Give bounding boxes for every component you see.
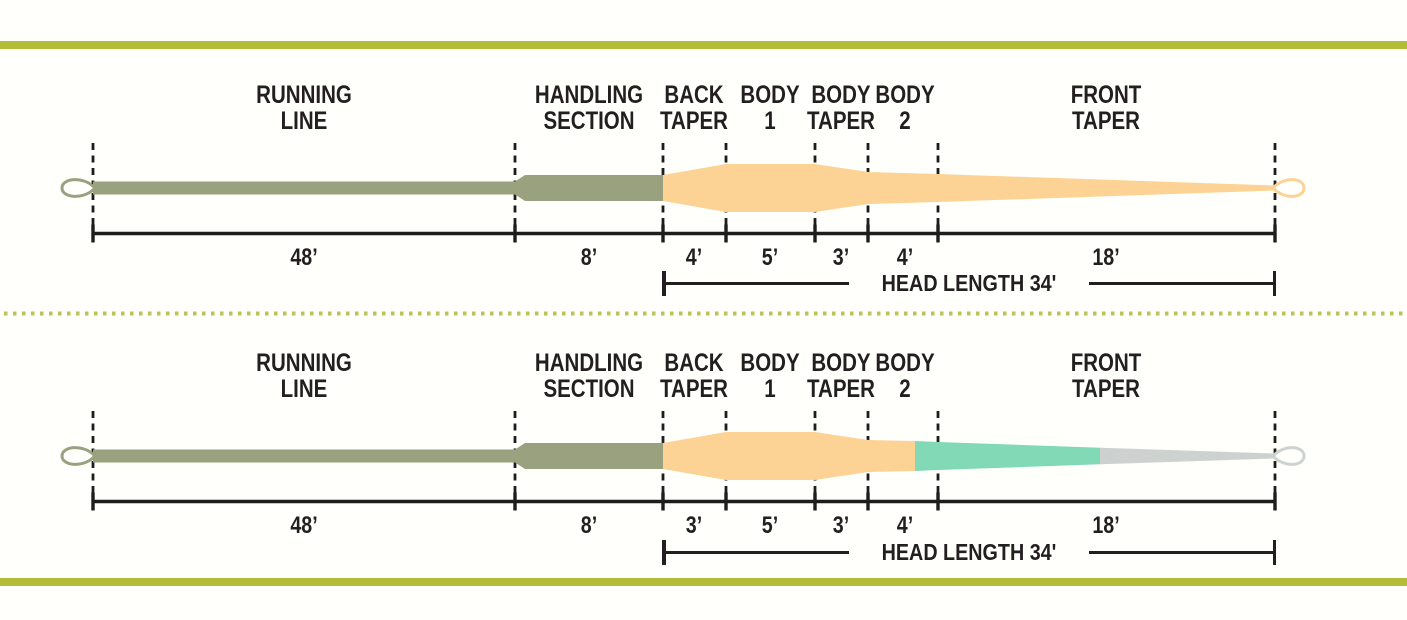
length-label-body-taper: 3’ bbox=[832, 244, 850, 271]
length-label-front-taper: 18’ bbox=[1092, 244, 1120, 271]
head-length-bracket: HEAD LENGTH 34' bbox=[662, 270, 1277, 296]
tip-segment bbox=[1100, 447, 1275, 465]
running-line-segment bbox=[93, 181, 517, 195]
length-label-handling-section: 8’ bbox=[580, 244, 598, 271]
head-length-bracket: HEAD LENGTH 34' bbox=[662, 539, 1277, 565]
section-label-back-taper: BACK TAPER bbox=[660, 349, 728, 403]
front-welded-loop bbox=[1272, 178, 1306, 198]
length-label-running-line: 48’ bbox=[290, 244, 318, 271]
rear-welded-loop bbox=[60, 446, 96, 466]
measurement-bracket bbox=[91, 224, 1277, 243]
length-label-back-taper: 4’ bbox=[685, 244, 703, 271]
head-length-label: HEAD LENGTH 34' bbox=[881, 270, 1057, 296]
section-label-body-1: BODY 1 bbox=[740, 81, 800, 135]
head-body-segment bbox=[663, 432, 915, 480]
front-welded-loop bbox=[1272, 446, 1306, 466]
bracket-line bbox=[665, 281, 850, 286]
diagram-top-line-art bbox=[60, 143, 1306, 243]
sink-tip-segment bbox=[915, 441, 1100, 471]
running-line-segment bbox=[93, 449, 517, 463]
head-length-label: HEAD LENGTH 34' bbox=[881, 539, 1057, 565]
bracket-end-tick bbox=[1272, 271, 1277, 296]
section-label-handling-section: HANDLING SECTION bbox=[534, 349, 644, 403]
section-label-body-taper: BODY TAPER bbox=[807, 349, 875, 403]
length-label-running-line: 48’ bbox=[290, 512, 318, 539]
bracket-end-tick bbox=[662, 271, 666, 296]
length-label-body-2: 4’ bbox=[896, 244, 914, 271]
section-label-body-2: BODY 2 bbox=[875, 349, 935, 403]
bracket-end-tick bbox=[662, 540, 666, 565]
section-label-body-1: BODY 1 bbox=[740, 349, 800, 403]
handling-section-segment bbox=[515, 175, 663, 201]
bracket-line bbox=[665, 550, 850, 555]
length-label-body-2: 4’ bbox=[896, 512, 914, 539]
length-label-body-1: 5’ bbox=[761, 512, 779, 539]
bracket-line bbox=[1089, 550, 1273, 555]
handling-section-segment bbox=[515, 443, 663, 469]
bracket-end-tick bbox=[1272, 540, 1277, 565]
rear-welded-loop bbox=[60, 178, 96, 198]
length-label-back-taper: 3’ bbox=[685, 512, 703, 539]
diagram-bottom-line-art bbox=[60, 411, 1306, 511]
section-label-running-line: RUNNING LINE bbox=[256, 349, 352, 403]
section-label-handling-section: HANDLING SECTION bbox=[534, 81, 644, 135]
head-body-segment bbox=[663, 164, 1275, 212]
bracket-line bbox=[1089, 281, 1273, 286]
section-label-running-line: RUNNING LINE bbox=[256, 81, 352, 135]
section-label-front-taper: FRONT TAPER bbox=[1070, 81, 1142, 135]
bottom-border-rule bbox=[0, 578, 1407, 586]
measurement-bracket bbox=[91, 492, 1277, 511]
section-label-back-taper: BACK TAPER bbox=[660, 81, 728, 135]
section-label-front-taper: FRONT TAPER bbox=[1070, 349, 1142, 403]
length-label-body-1: 5’ bbox=[761, 244, 779, 271]
section-label-body-taper: BODY TAPER bbox=[807, 81, 875, 135]
length-label-body-taper: 3’ bbox=[832, 512, 850, 539]
section-label-body-2: BODY 2 bbox=[875, 81, 935, 135]
top-border-rule bbox=[0, 41, 1407, 49]
length-label-front-taper: 18’ bbox=[1092, 512, 1120, 539]
length-label-handling-section: 8’ bbox=[580, 512, 598, 539]
